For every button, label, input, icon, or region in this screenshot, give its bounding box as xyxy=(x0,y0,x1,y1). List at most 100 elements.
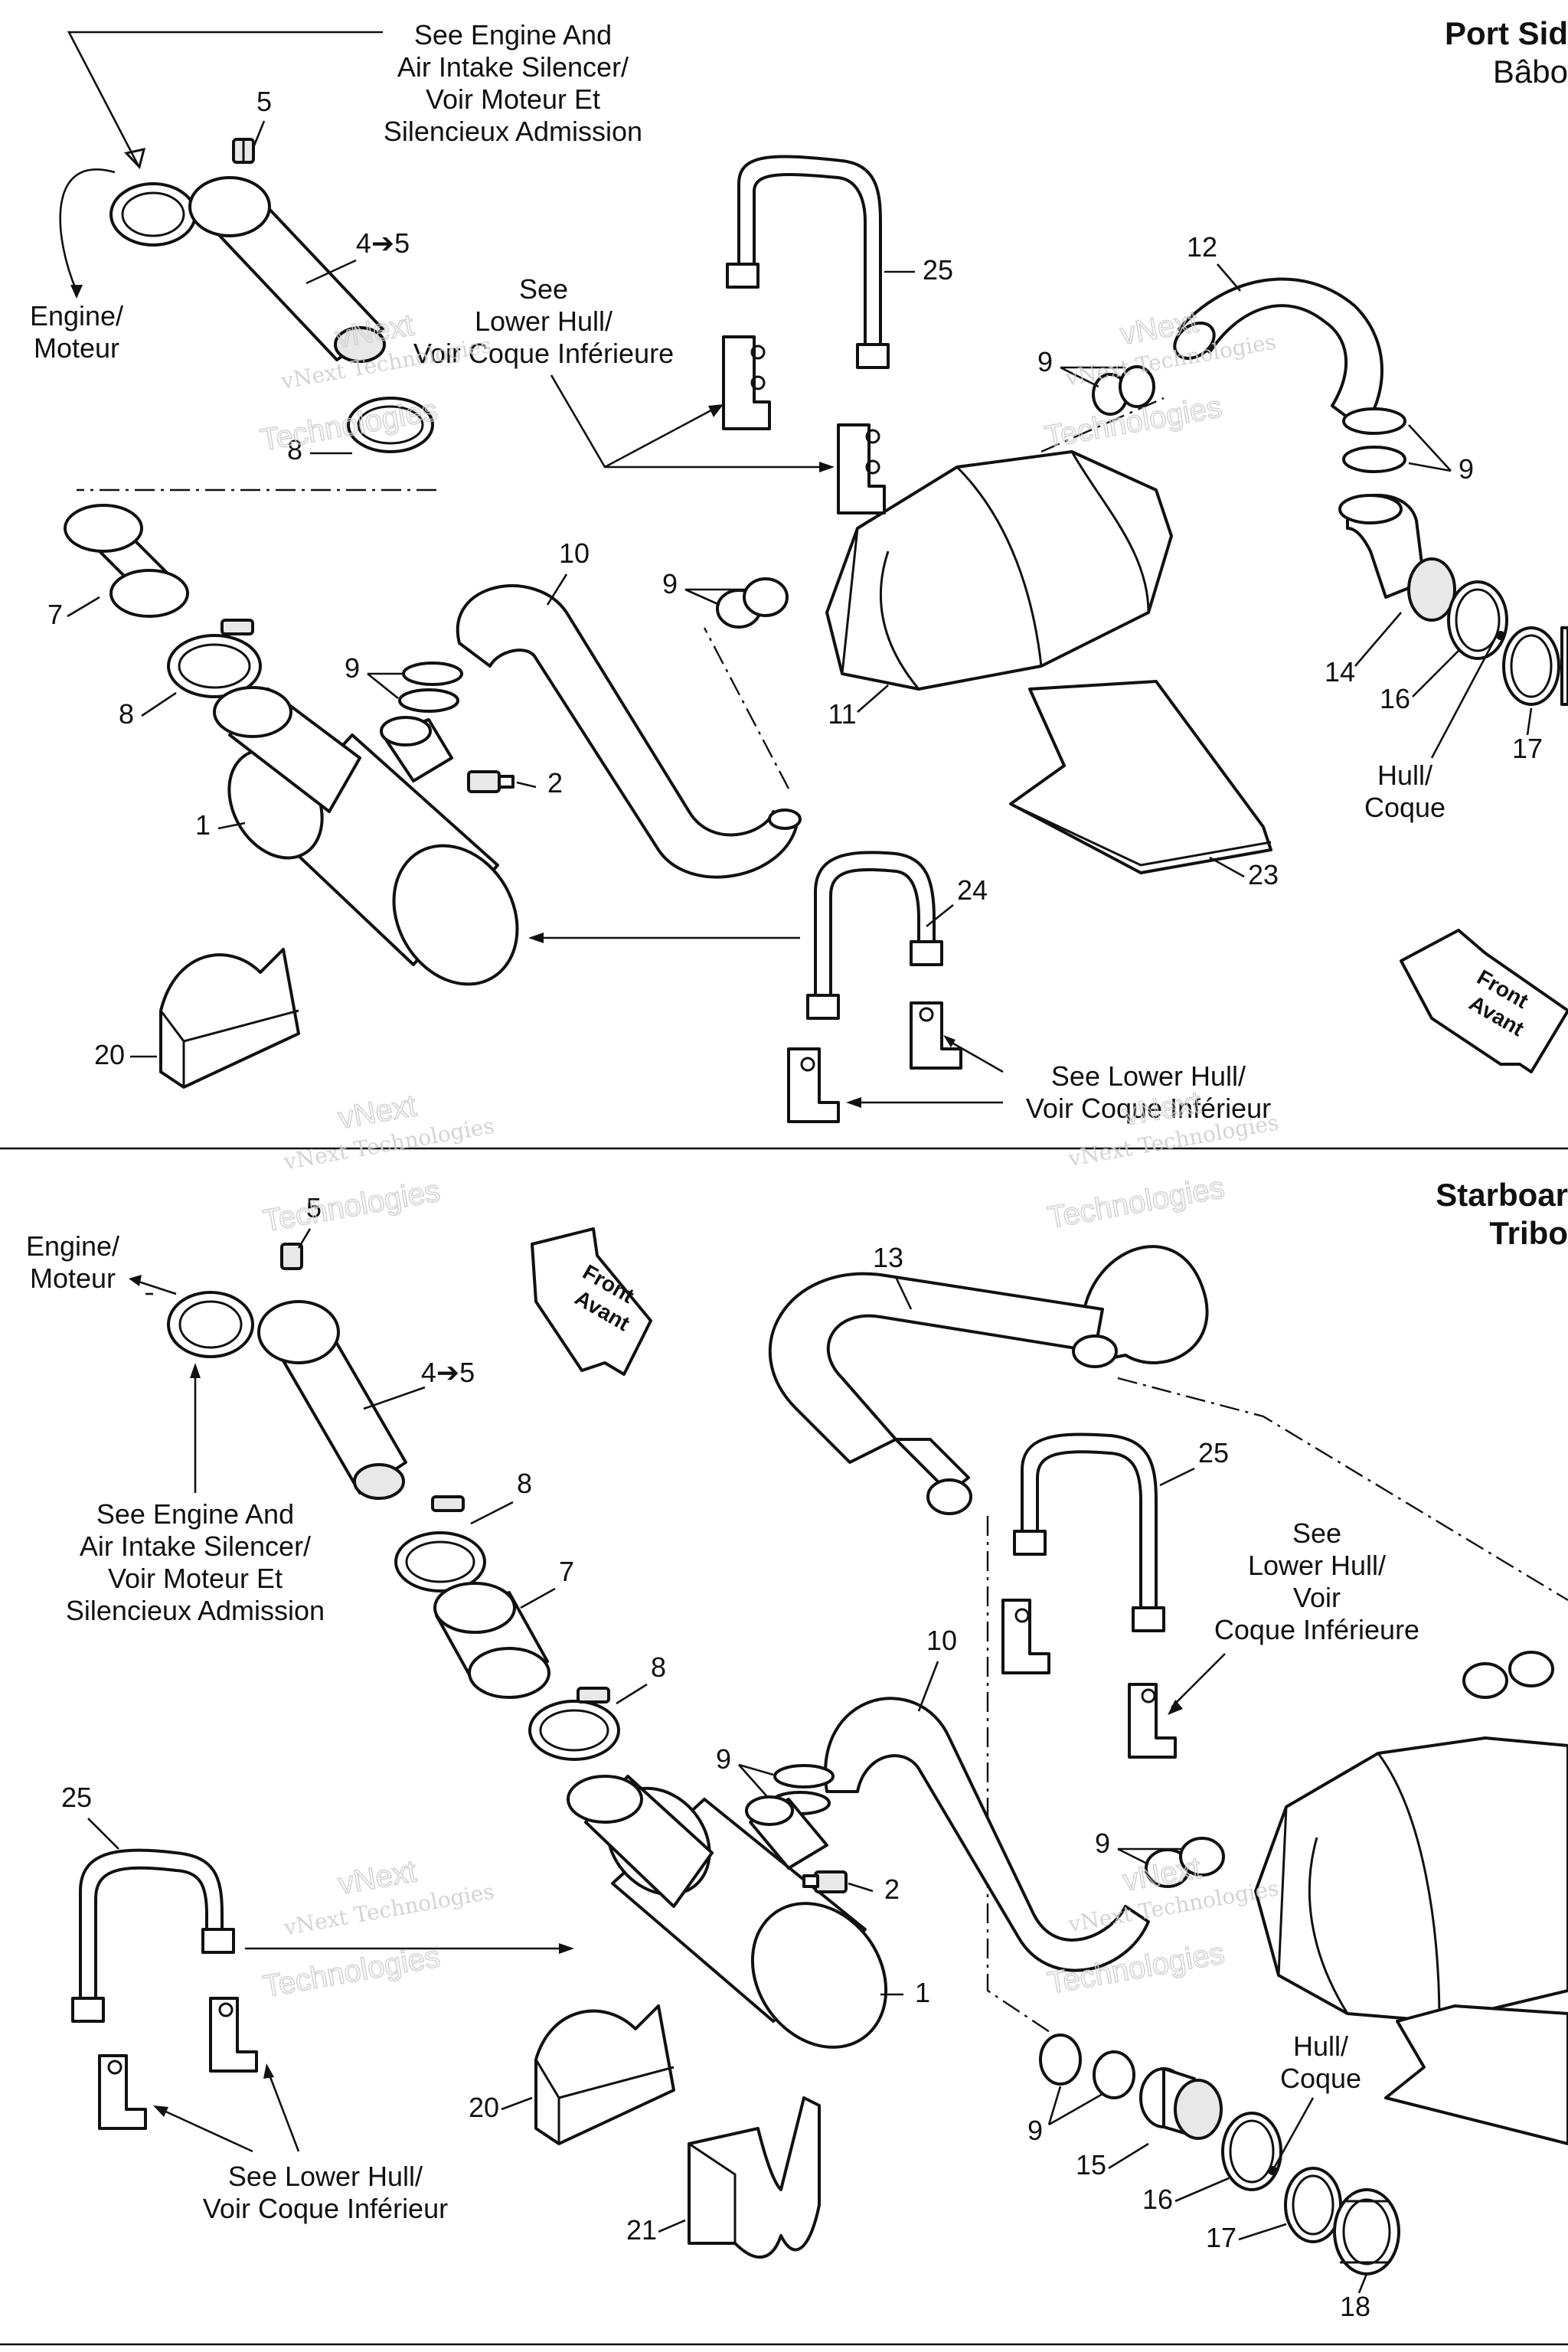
svg-text:Voir Moteur Et: Voir Moteur Et xyxy=(108,1563,283,1594)
callout-20-starboard: 20 xyxy=(469,2092,499,2123)
part-clamps-9-starboard-silencer xyxy=(1145,1837,1225,1888)
callout-14: 14 xyxy=(1325,656,1355,688)
part-clamps-9-starboard-bottom xyxy=(1039,2034,1135,2099)
note-lower-hull-top: See Lower Hull/ Voir Coque Inférieure xyxy=(413,273,674,369)
callout-8-top: 8 xyxy=(287,434,302,466)
svg-text:Voir Coque Inférieur: Voir Coque Inférieur xyxy=(203,2193,448,2224)
part-cradle-20-starboard xyxy=(534,2004,675,2145)
part-elbow-14 xyxy=(1338,493,1456,622)
callout-17-port: 17 xyxy=(1512,733,1543,764)
part-muffler-1-starboard xyxy=(567,1775,888,2049)
svg-text:See Engine And: See Engine And xyxy=(96,1498,294,1530)
part-clamps-9-silencer xyxy=(716,577,789,629)
note-lower-hull-bottom-starboard: See Lower Hull/ Voir Coque Inférieur xyxy=(203,2161,448,2224)
part-clamp-manifold xyxy=(109,176,386,363)
svg-text:Air Intake Silencer/: Air Intake Silencer/ xyxy=(397,51,629,83)
callout-16-port: 16 xyxy=(1380,683,1410,714)
callout-17-starboard: 17 xyxy=(1206,2222,1236,2253)
svg-text:See: See xyxy=(1292,1517,1341,1549)
callout-23: 23 xyxy=(1248,859,1279,890)
svg-text:Coque Inférieure: Coque Inférieure xyxy=(1214,1614,1419,1645)
callout-5: 5 xyxy=(256,86,272,117)
svg-text:Coque: Coque xyxy=(1280,2063,1361,2094)
callout-16-starboard: 16 xyxy=(1142,2184,1173,2215)
part-nut-17-starboard xyxy=(1284,2167,1342,2243)
part-gasket-16-port xyxy=(1447,580,1508,660)
part-sleeve-7-starboard xyxy=(433,1582,550,1699)
callout-9-silencer: 9 xyxy=(662,568,678,599)
callout-8-starboard-a: 8 xyxy=(517,1468,532,1499)
svg-text:Moteur: Moteur xyxy=(34,332,119,364)
svg-text:Lower Hull/: Lower Hull/ xyxy=(1248,1550,1386,1581)
part-nut-18 xyxy=(1333,2188,1400,2275)
front-arrow-starboard: Front Avant xyxy=(531,1227,652,1376)
svg-text:Voir: Voir xyxy=(1293,1582,1341,1613)
note-hull-starboard: Hull/ Coque xyxy=(1280,2030,1361,2094)
callout-15: 15 xyxy=(1076,2149,1106,2180)
callout-8-starboard-b: 8 xyxy=(651,1651,666,1683)
part-bracket-lower xyxy=(837,423,886,514)
callout-5-starboard: 5 xyxy=(306,1192,322,1223)
svg-text:Silencieux Admission: Silencieux Admission xyxy=(384,116,642,147)
starboard-side-section: Starboar Tribo Engine/ Moteur 5 4➔5 See … xyxy=(26,1177,1568,2322)
callout-1-starboard: 1 xyxy=(915,1977,930,2008)
port-side-title: Port Sid xyxy=(1445,15,1568,51)
part-bracket-starboard-mid-a xyxy=(1001,1599,1050,1674)
part-sensor-2 xyxy=(467,770,514,793)
part-bracket-24-a xyxy=(787,1047,840,1123)
callout-9-starboard-silencer: 9 xyxy=(1095,1828,1110,1859)
svg-text:Engine/: Engine/ xyxy=(30,300,123,332)
callout-9-right: 9 xyxy=(1459,453,1474,485)
part-silencer-11 xyxy=(825,450,1173,691)
part-clamp-8-starboard-b xyxy=(528,1687,620,1761)
part-clamps-9-hose12-left xyxy=(1092,365,1155,416)
callout-2-port: 2 xyxy=(547,767,563,799)
callout-18: 18 xyxy=(1340,2291,1370,2322)
part-cradle-21 xyxy=(688,2096,821,2259)
part-strap-24 xyxy=(806,851,943,1020)
front-arrow-port: Front Avant xyxy=(1400,929,1568,1073)
part-bracket-starboard-left-b xyxy=(209,1997,258,2073)
callout-9-starboard-bottom: 9 xyxy=(1027,2115,1043,2146)
svg-text:See: See xyxy=(519,273,568,305)
part-clamps-9-muffler xyxy=(398,662,463,713)
callout-9-starboard-muffler: 9 xyxy=(716,1743,731,1775)
note-engine-air-intake-starboard: See Engine And Air Intake Silencer/ Voir… xyxy=(66,1498,325,1626)
callout-25-starboard-left: 25 xyxy=(61,1782,92,1813)
part-sleeve-7-top xyxy=(64,504,189,618)
svg-text:Air Intake Silencer/: Air Intake Silencer/ xyxy=(80,1530,311,1562)
svg-text:Voir Moteur Et: Voir Moteur Et xyxy=(426,83,600,115)
callout-1-port: 1 xyxy=(195,809,211,841)
part-clamps-9-right xyxy=(1342,407,1406,473)
starboard-side-title: Starboar xyxy=(1436,1177,1568,1213)
callout-25-port: 25 xyxy=(923,254,953,286)
callout-12: 12 xyxy=(1187,231,1217,263)
part-bracket-24-b xyxy=(910,1001,962,1070)
svg-text:See Lower Hull/: See Lower Hull/ xyxy=(1051,1060,1246,1092)
part-bolt-5-starboard xyxy=(280,1243,303,1270)
callout-10-port: 10 xyxy=(559,537,590,569)
note-lower-hull-right: See Lower Hull/ Voir Coque Inférieure xyxy=(1214,1517,1419,1645)
part-silencer-starboard xyxy=(1254,1736,1568,2023)
callout-7-top: 7 xyxy=(47,599,63,630)
callout-13: 13 xyxy=(873,1242,903,1273)
part-bracket-upper xyxy=(722,335,771,430)
svg-text:Technologies: Technologies xyxy=(1045,1171,1227,1235)
svg-text:Moteur: Moteur xyxy=(30,1263,116,1294)
callout-9-hose12-left: 9 xyxy=(1037,346,1053,377)
part-gasket-16-starboard xyxy=(1221,2112,1282,2191)
port-side-section: Port Sid Bâbo See Engine And Air Intake … xyxy=(30,15,1568,1124)
svg-text:Voir Coque Inférieur: Voir Coque Inférieur xyxy=(1026,1093,1271,1124)
callout-4-5-starboard: 4➔5 xyxy=(421,1357,475,1388)
starboard-side-subtitle: Tribo xyxy=(1489,1215,1568,1251)
part-pad-23 xyxy=(1009,680,1272,874)
callout-8-mid: 8 xyxy=(119,698,134,730)
part-strap-25-starboard-left xyxy=(71,1848,235,2023)
note-engine: Engine/ Moteur xyxy=(30,300,123,364)
part-hose-10-port xyxy=(456,584,802,879)
part-clamp-8-top xyxy=(347,397,434,453)
svg-text:Technologies: Technologies xyxy=(260,1174,443,1238)
part-fitting-15 xyxy=(1139,2067,1223,2140)
note-engine-starboard: Engine/ Moteur xyxy=(26,1230,119,1294)
